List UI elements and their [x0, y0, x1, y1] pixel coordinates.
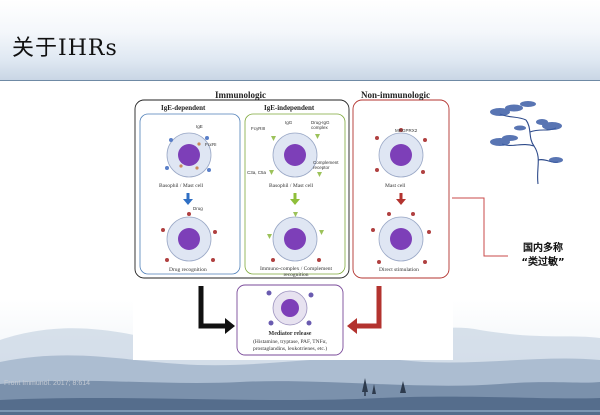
mrgprx2-label: MRGPRX2 [395, 128, 418, 133]
slide-title: 关于IHRs [12, 36, 118, 61]
non-immunologic-heading: Non-immunologic [361, 90, 431, 100]
immunologic-heading: Immunologic [215, 90, 267, 100]
callout-line-1: 国内多称 [523, 243, 563, 254]
fceri-label: FcεRI [205, 142, 217, 147]
title-divider [0, 80, 600, 81]
citation: Front Immunol. 2017; 8:614 [4, 380, 90, 387]
basophil-cell-igg-icon [269, 132, 322, 178]
basophil-mast-cell-label-2: Basophil / Mast cell [269, 183, 314, 189]
basophil-cell-complement-icon [267, 212, 324, 262]
ige-dependent-heading: IgE-dependent [161, 104, 206, 112]
callout-text: 国内多称 “类过敏” [508, 242, 578, 270]
bottom-divider [0, 410, 600, 412]
direct-stimulation-caption: Direct stimulation [379, 267, 419, 273]
basophil-cell-ige-icon [165, 132, 212, 178]
callout-bracket [452, 197, 508, 257]
basophil-mast-cell-label-1: Basophil / Mast cell [159, 183, 204, 189]
drug-recognition-caption: Drug recognition [169, 267, 207, 273]
fcgriii-label: FcγRIII [251, 126, 266, 131]
ihr-mechanism-figure: Immunologic Non-immunologic IgE-dependen… [133, 90, 453, 360]
mast-cell-label: Mast cell [385, 183, 406, 189]
basophil-cell-drug-icon [161, 212, 217, 262]
drug-label: Drug [193, 206, 203, 211]
title-bar [0, 0, 600, 80]
mediator-release-title: Mediator release [268, 331, 312, 337]
drug-igg-complex-label: Drug-IgG complex [311, 120, 330, 130]
mast-cell-icon [375, 128, 427, 178]
callout-line-2: “类过敏” [521, 257, 565, 268]
mast-cell-stimulated-icon [371, 212, 431, 264]
complement-receptor-label: Complement receptor [313, 160, 339, 170]
ige-label: IgE [196, 124, 203, 129]
immuno-complex-caption: Immuno-complex / Complement recognition [259, 266, 333, 278]
mediator-release-cell-icon [266, 290, 314, 326]
ige-independent-heading: IgE-independent [264, 104, 315, 112]
ink-tree-painting [490, 101, 563, 185]
mediator-release-list-1: (Histamine, tryptase, PAF, TNFα, [253, 339, 327, 345]
mediator-release-list-2: prostaglandins, leukotrienes, etc.) [252, 346, 328, 352]
c3a-c5a-label: C3a, C5a [247, 170, 267, 175]
igg-label: IgG [285, 120, 293, 125]
